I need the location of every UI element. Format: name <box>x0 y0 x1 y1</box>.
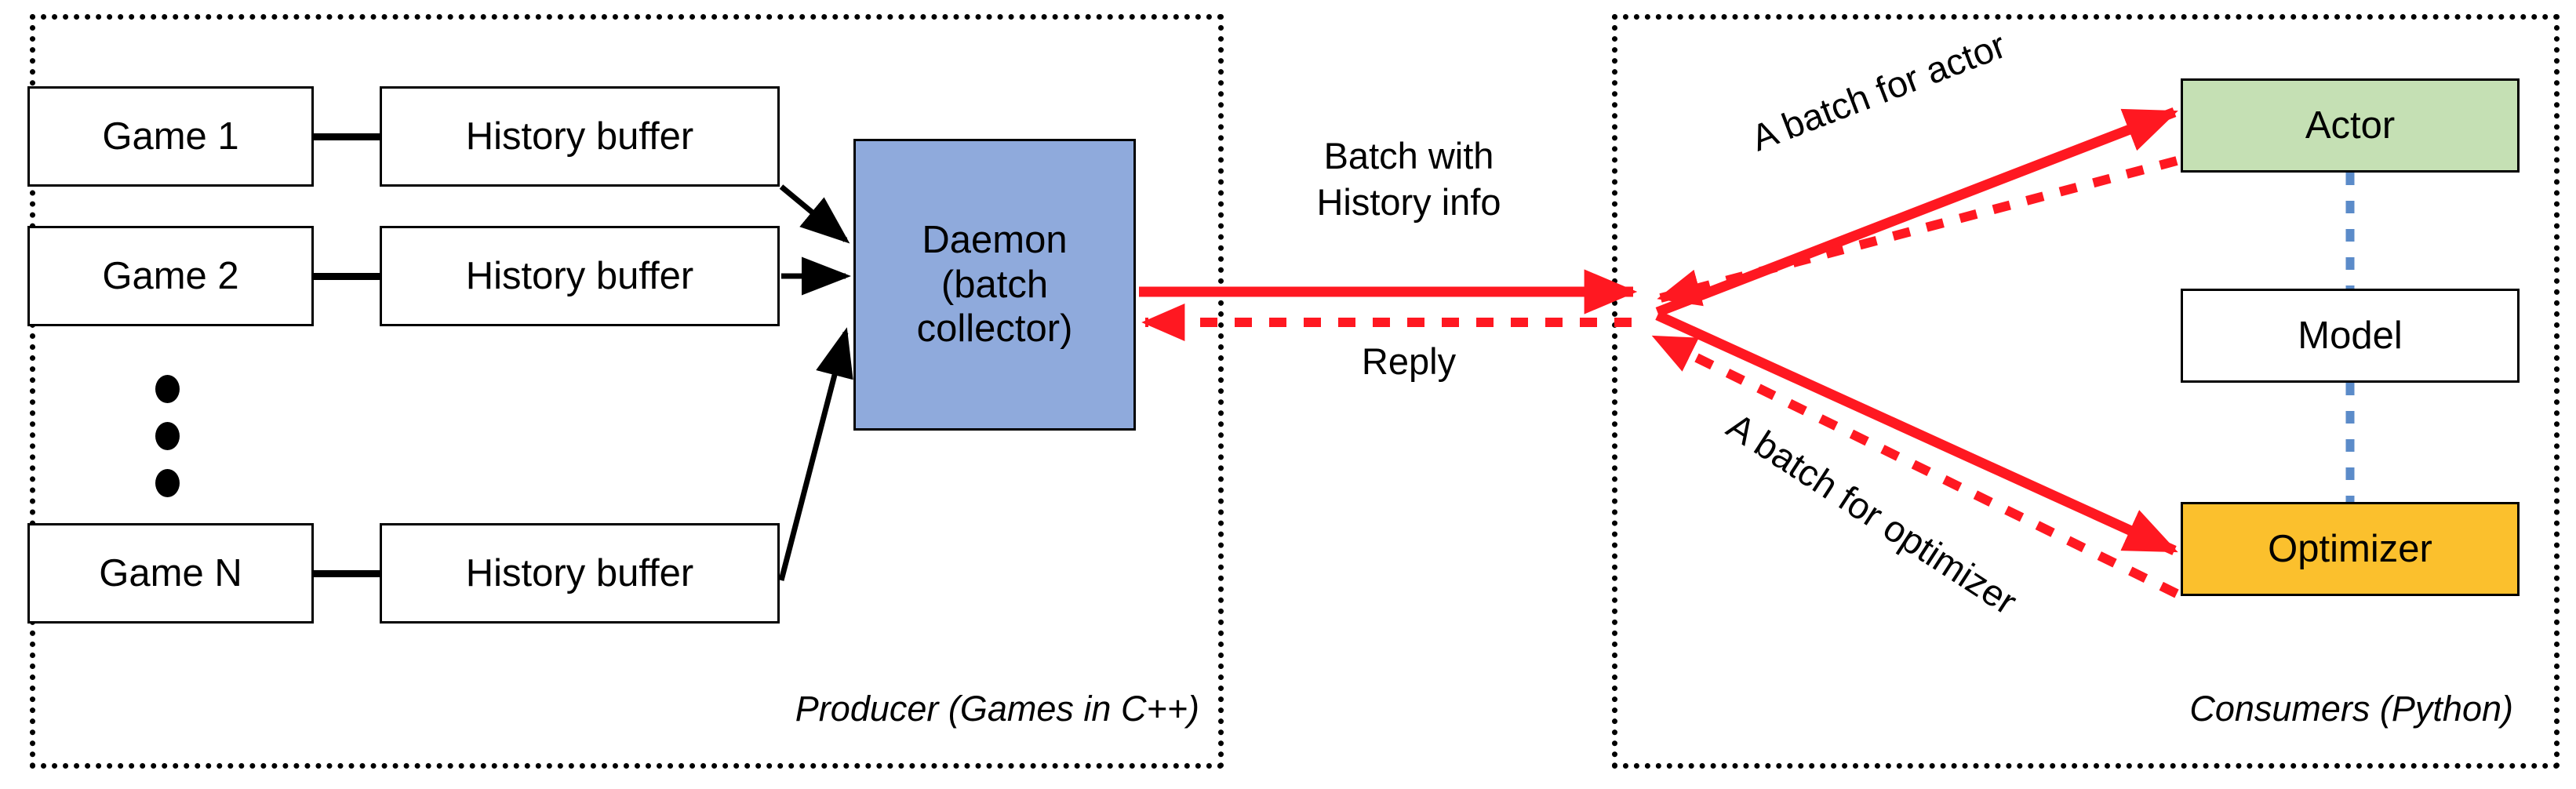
daemon-batch-collector-box[interactable]: Daemon (batch collector) <box>853 139 1136 431</box>
game-buffer-connector-n <box>312 570 381 577</box>
producer-group-caption: Producer (Games in C++) <box>795 689 1199 729</box>
history-buffer-box-n[interactable]: History buffer <box>380 523 780 624</box>
history-buffer-box-1[interactable]: History buffer <box>380 86 780 187</box>
history-buffer-box-2[interactable]: History buffer <box>380 226 780 326</box>
optimizer-box[interactable]: Optimizer <box>2181 502 2520 596</box>
vertical-ellipsis-dot-icon <box>155 375 180 403</box>
daemon-label-line-3: collector) <box>916 307 1073 351</box>
actor-box[interactable]: Actor <box>2181 78 2520 173</box>
game-box-2[interactable]: Game 2 <box>27 226 314 326</box>
game-box-n[interactable]: Game N <box>27 523 314 624</box>
reply-channel-label: Reply <box>1361 340 1457 382</box>
request-channel-label: Batch with History info <box>1244 133 1574 226</box>
producer-group-frame <box>30 14 1224 769</box>
vertical-ellipsis-dot-icon <box>155 469 180 497</box>
request-channel-label-line-2: History info <box>1316 180 1501 223</box>
daemon-label-line-2: (batch <box>941 263 1049 306</box>
daemon-label-line-1: Daemon <box>922 219 1068 262</box>
consumer-group-caption: Consumers (Python) <box>2189 689 2513 729</box>
game-buffer-connector-1 <box>312 133 381 140</box>
game-box-1[interactable]: Game 1 <box>27 86 314 187</box>
request-channel-label-line-1: Batch with <box>1323 135 1494 176</box>
model-box[interactable]: Model <box>2181 289 2520 383</box>
game-buffer-connector-2 <box>312 273 381 280</box>
vertical-ellipsis-dot-icon <box>155 422 180 450</box>
consumer-group-frame <box>1612 14 2560 769</box>
